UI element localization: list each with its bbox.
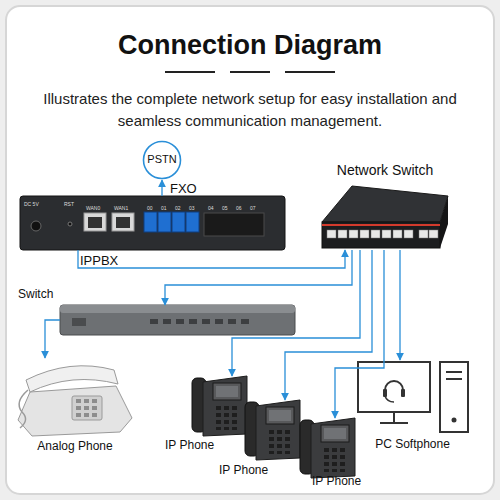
red-stripe	[322, 224, 440, 226]
monitor-base	[380, 422, 408, 424]
edge-label: FXO	[170, 181, 197, 196]
ip-phone	[245, 400, 300, 460]
port-label: 07	[250, 205, 256, 211]
connector-arrow	[399, 250, 400, 360]
pc-softphone-device: PC Softphone	[355, 360, 470, 434]
switch-top	[60, 305, 295, 313]
headset-band	[385, 381, 403, 390]
device-label: IPPBX	[80, 253, 140, 268]
network-switch-side	[440, 196, 448, 248]
monitor	[358, 362, 430, 412]
port-label: 02	[175, 205, 181, 211]
fxo-port	[186, 212, 199, 232]
switch-body	[60, 305, 295, 335]
power-button	[452, 418, 457, 423]
device-label: PC Softphone	[355, 437, 470, 451]
subtitle-caption: Illustrates the complete network setup f…	[22, 88, 478, 132]
diagram-title: Connection Diagram	[0, 30, 500, 61]
drive-slot	[446, 371, 462, 373]
switch-logo	[72, 318, 86, 326]
device-label: PSTN	[142, 153, 182, 166]
network-switch-top	[322, 186, 448, 222]
port-label: 01	[161, 205, 167, 211]
analog-phone-device: Analog Phone	[15, 358, 135, 436]
connector-arrow	[285, 250, 372, 400]
port-label: 06	[236, 205, 242, 211]
underline-dash	[165, 71, 215, 73]
wan-port-hole	[88, 217, 102, 228]
ip-phone	[192, 376, 247, 436]
card-frame	[6, 6, 494, 494]
ip-phone-device: IP Phone	[245, 400, 300, 460]
headset-ear	[401, 389, 405, 397]
connector-arrow	[78, 250, 345, 268]
pc-tower	[440, 362, 468, 432]
analog-phone-base	[18, 386, 132, 436]
port-label: 04	[208, 205, 214, 211]
title-underline	[165, 71, 335, 73]
network-switch-front	[322, 222, 440, 248]
monitor-stand	[393, 412, 395, 422]
drive-slot	[446, 378, 462, 380]
switch-leds	[150, 319, 249, 324]
fxo-port	[158, 212, 171, 232]
switch-device: Switch	[60, 305, 295, 335]
headset-ear	[383, 389, 387, 397]
ip-phone	[300, 418, 355, 478]
port-label: DC 5V	[24, 201, 39, 207]
network-circle: PSTN	[142, 140, 182, 180]
device-label: IP Phone	[312, 474, 382, 488]
device-label: IP Phone	[165, 438, 235, 452]
port-label: 03	[189, 205, 195, 211]
fxo-port	[172, 212, 185, 232]
analog-handset	[26, 366, 118, 392]
device-label: Analog Phone	[15, 439, 135, 453]
device-label: Network Switch	[310, 162, 460, 178]
blank-slot	[204, 213, 264, 236]
wan-port	[84, 213, 106, 231]
device-label: IP Phone	[219, 463, 289, 477]
port-label: RST	[64, 201, 74, 207]
network-switch-device: Network Switch	[322, 186, 448, 250]
reset-hole	[68, 222, 72, 226]
wan-port-hole	[116, 217, 130, 228]
underline-dash	[230, 71, 270, 73]
connector-arrow	[165, 250, 352, 305]
wan-port	[112, 213, 134, 231]
underline-dash	[285, 71, 335, 73]
headset-mic	[385, 396, 394, 402]
ippbx-body	[20, 196, 285, 250]
device-label: Switch	[18, 287, 78, 301]
ippbx-device: IPPBX	[20, 196, 285, 250]
fxo-port	[144, 212, 157, 232]
connector-arrow	[161, 180, 162, 196]
connector-arrow	[335, 250, 384, 418]
switch-ports	[327, 230, 438, 238]
dc-jack	[31, 221, 41, 231]
connector-arrow	[45, 320, 60, 358]
port-label: 05	[222, 205, 228, 211]
connector-arrow	[232, 250, 360, 376]
port-label: WAN1	[114, 205, 128, 211]
ip-phone-device: IP Phone	[192, 376, 247, 436]
ip-phone-device: IP Phone	[300, 418, 355, 474]
phone-cord	[19, 390, 28, 428]
analog-keys	[76, 399, 97, 417]
port-label: 00	[147, 205, 153, 211]
port-label: WAN0	[86, 205, 100, 211]
analog-keypad	[72, 396, 102, 420]
